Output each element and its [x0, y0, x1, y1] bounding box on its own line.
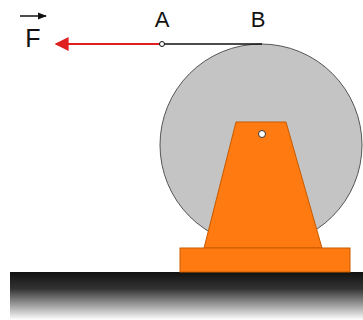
force-arrow — [56, 43, 160, 45]
stand-base — [180, 248, 350, 272]
point-a — [160, 42, 165, 47]
point-label: A — [155, 9, 170, 31]
ground — [10, 272, 363, 320]
point-label: B — [251, 9, 266, 31]
force-label: F — [25, 26, 40, 51]
axle — [259, 131, 266, 138]
vector-mark — [20, 15, 46, 17]
rope — [162, 43, 262, 44]
pulley-stand — [204, 122, 322, 248]
